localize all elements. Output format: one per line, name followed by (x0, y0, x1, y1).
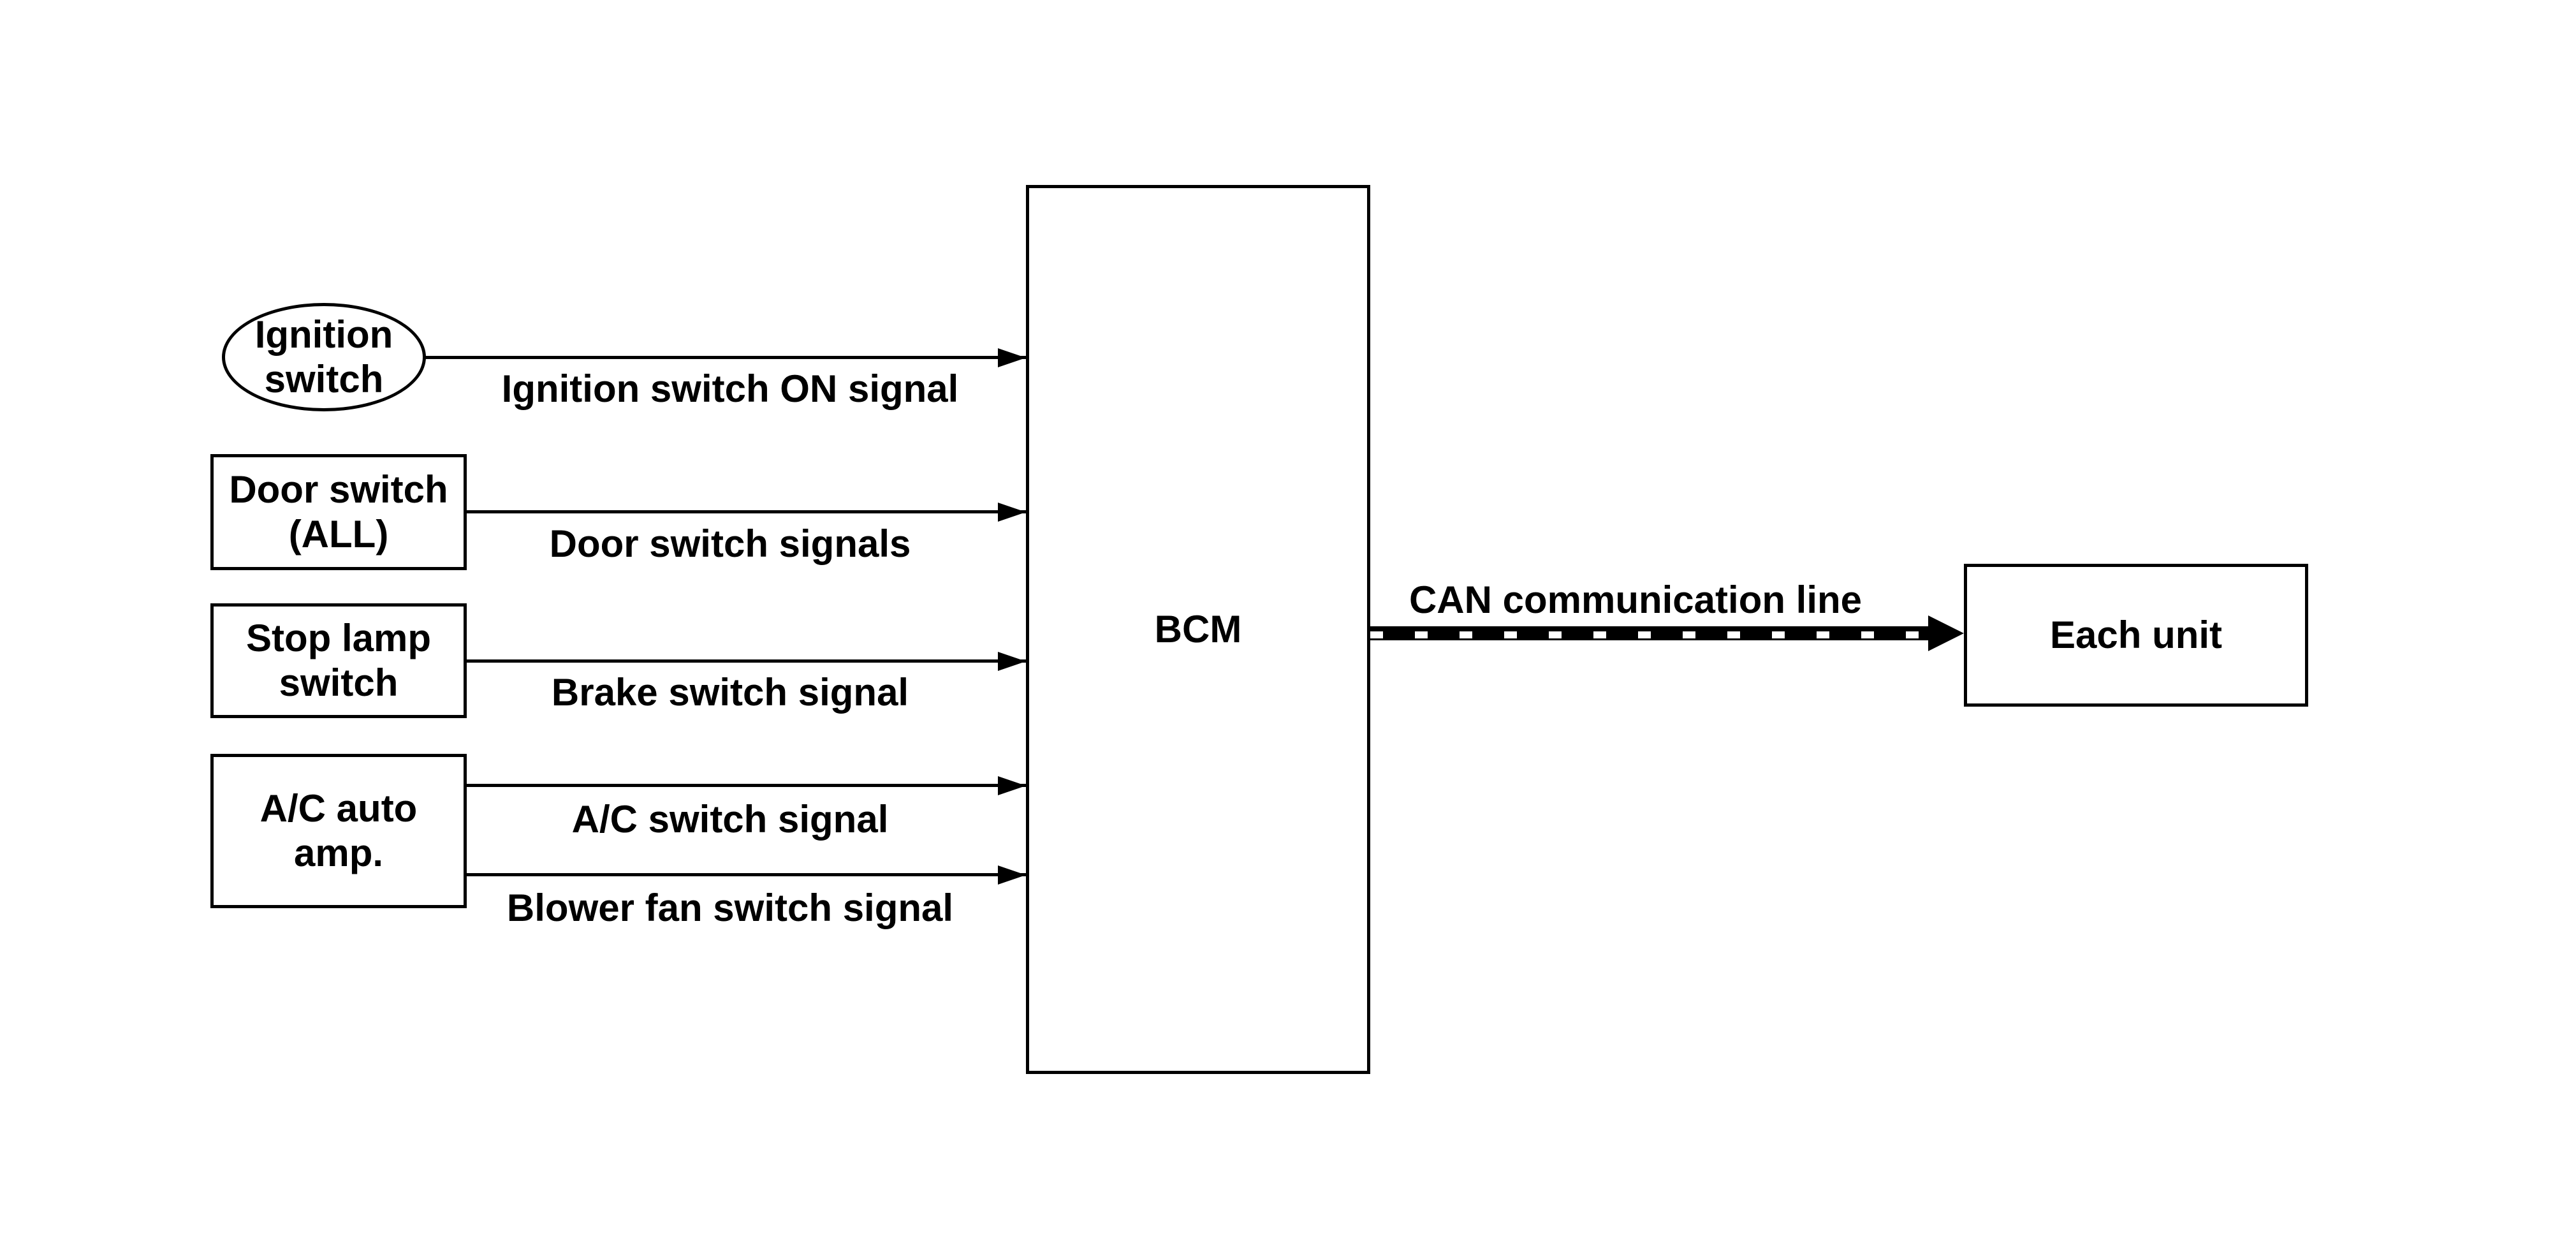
node-label-line: A/C auto (260, 787, 418, 830)
node-ignition-switch: Ignition switch (222, 303, 426, 411)
arrowhead-icon (998, 651, 1026, 671)
arrow-blower-fan-to-bcm (465, 865, 1026, 885)
arrowhead-icon (998, 865, 1026, 885)
arrow-ac-switch-to-bcm (465, 776, 1026, 795)
arrowhead-icon (998, 502, 1026, 522)
node-stop-lamp-switch: Stop lamp switch (210, 603, 467, 718)
arrow-stop-lamp-switch-to-bcm (465, 651, 1026, 671)
node-door-switch: Door switch (ALL) (210, 454, 467, 570)
node-label-line: Ignition (254, 313, 393, 356)
edge-label-ac-switch-signal: A/C switch signal (571, 798, 889, 841)
node-bcm: BCM (1026, 185, 1370, 1074)
node-label-line: Door switch (229, 468, 448, 511)
node-label-line: Stop lamp (245, 617, 431, 659)
node-ac-auto-amp: A/C auto amp. (210, 754, 467, 908)
node-each-unit: Each unit (1964, 564, 2308, 707)
arrowhead-icon (998, 348, 1026, 367)
node-label-line: amp. (293, 832, 384, 874)
arrow-door-switch-to-bcm (465, 502, 1026, 522)
arrow-bcm-to-each-unit-can (1370, 615, 1964, 651)
node-label-line: (ALL) (288, 513, 389, 555)
edge-label-ignition-switch-on-signal: Ignition switch ON signal (501, 367, 959, 410)
can-striped-line (1370, 626, 1932, 640)
edge-label-can-communication-line: CAN communication line (1409, 578, 1862, 621)
edge-label-blower-fan-switch-signal: Blower fan switch signal (506, 887, 954, 929)
arrowhead-icon (1928, 615, 1964, 651)
arrow-ignition-switch-to-bcm (423, 348, 1026, 367)
node-label-line: BCM (1154, 608, 1242, 651)
edge-label-brake-switch-signal: Brake switch signal (551, 671, 909, 714)
node-label-line: switch (264, 358, 384, 401)
arrowhead-icon (998, 776, 1026, 795)
node-label-line: Each unit (2049, 614, 2223, 656)
node-label-line: switch (279, 661, 399, 704)
edge-label-door-switch-signals: Door switch signals (549, 522, 911, 565)
